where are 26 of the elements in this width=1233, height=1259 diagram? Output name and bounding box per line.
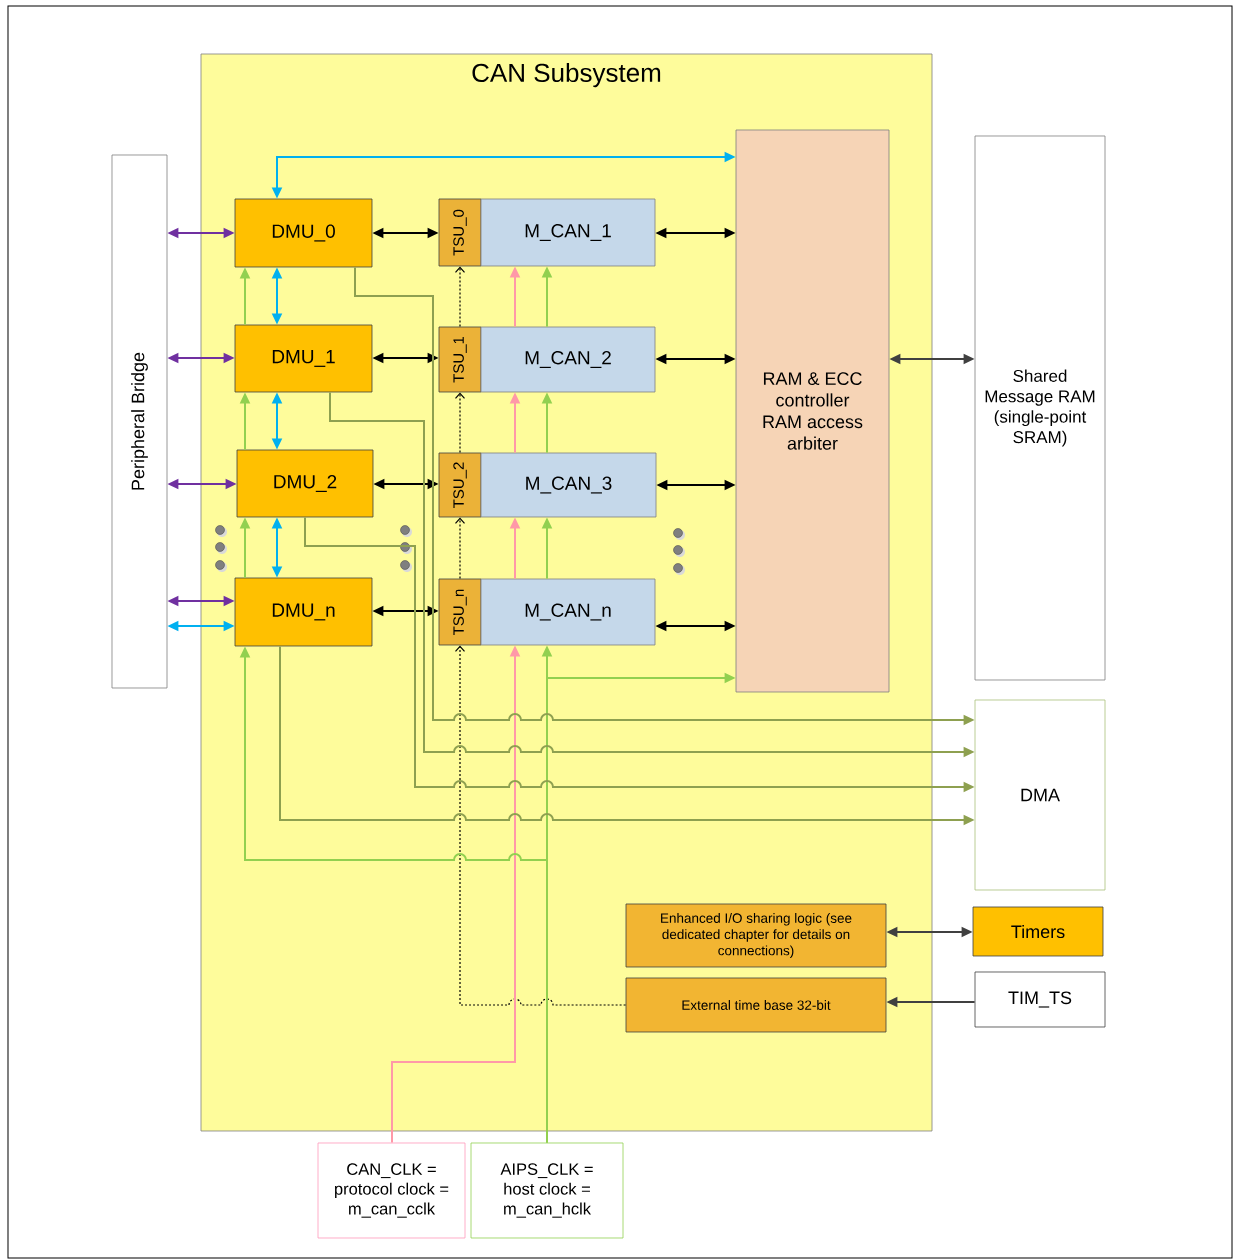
tsu-box: TSU_0	[438, 198, 482, 267]
dmu-box: DMU_2	[236, 449, 374, 518]
dotted-arrow	[454, 645, 627, 1006]
arbiter-box: RAM & ECC controller RAM access arbiter	[735, 129, 890, 693]
tsu-box: TSU_n	[438, 578, 482, 646]
clock-box: AIPS_CLK = host clock = m_can_hclk	[470, 1142, 624, 1239]
clock-box: CAN_CLK = protocol clock = m_can_cclk	[317, 1142, 466, 1239]
controller-box: M_CAN_1	[480, 198, 656, 267]
dotted-arrow	[454, 266, 466, 328]
logic-box: Enhanced I/O sharing logic (see dedicated chapter for details on connections)	[625, 903, 887, 968]
timer-box: Timers	[972, 906, 1104, 957]
dotted-arrow	[454, 517, 466, 580]
controller-box: M_CAN_n	[480, 578, 656, 646]
timestamp-box: TIM_TS	[974, 971, 1106, 1028]
controller-box: M_CAN_2	[480, 326, 656, 393]
tsu-box: TSU_2	[438, 452, 482, 518]
tsu-box: TSU_1	[438, 326, 482, 393]
timebase-box: External time base 32-bit	[625, 977, 887, 1033]
controller-box: M_CAN_3	[480, 452, 657, 518]
dma-box: DMA	[974, 699, 1106, 891]
dmu-box: DMU_0	[234, 198, 373, 268]
memory-box: Shared Message RAM (single-point SRAM)	[974, 135, 1106, 681]
bridge-box: Peripheral Bridge	[111, 154, 168, 689]
dmu-box: DMU_n	[234, 577, 373, 647]
dmu-box: DMU_1	[234, 324, 373, 393]
dotted-arrow	[454, 392, 466, 454]
